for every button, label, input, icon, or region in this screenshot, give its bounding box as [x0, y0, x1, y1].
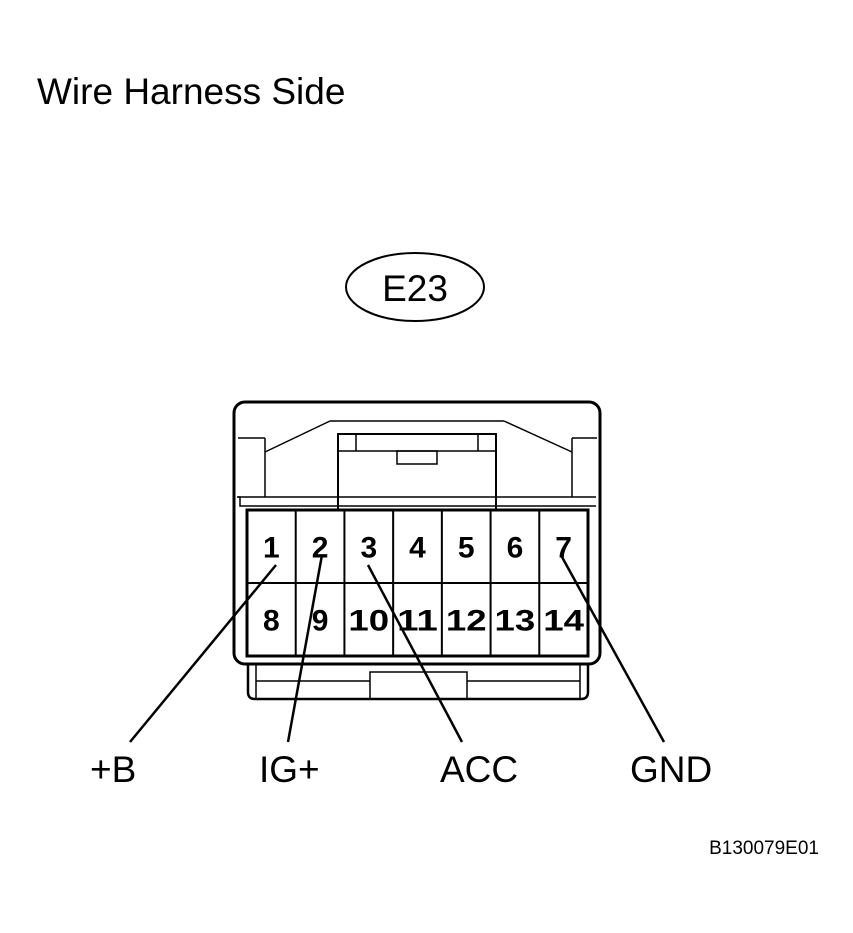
- pin-label-4: 4: [409, 532, 426, 565]
- signal-label-gnd: GND: [630, 749, 712, 790]
- pin-label-12: 12: [446, 605, 487, 638]
- pin-label-8: 8: [263, 605, 280, 638]
- pin-label-3: 3: [360, 532, 377, 565]
- pin-label-5: 5: [458, 532, 475, 565]
- pin-label-13: 13: [495, 605, 536, 638]
- pin-label-1: 1: [263, 532, 280, 565]
- connector-housing: [232, 400, 602, 701]
- leader-line-ig-plus: [286, 554, 324, 743]
- signal-label-ig-plus: IG+: [259, 749, 320, 790]
- connector-code-label: E23: [382, 268, 448, 309]
- leader-line-plus-b: [129, 564, 277, 743]
- signal-label-plus-b: +B: [90, 749, 136, 790]
- leader-line-acc: [366, 564, 464, 743]
- signal-labels: +B IG+ ACC GND: [90, 749, 712, 790]
- pin-leader-lines: [129, 554, 666, 743]
- leader-line-gnd: [560, 556, 666, 743]
- diagram-title: Wire Harness Side: [37, 71, 346, 112]
- pin-label-14: 14: [543, 605, 584, 638]
- pin-label-10: 10: [348, 605, 389, 638]
- pin-label-7: 7: [555, 532, 572, 565]
- signal-label-acc: ACC: [440, 749, 518, 790]
- pin-label-2: 2: [312, 532, 329, 565]
- connector-code-badge: E23: [345, 252, 485, 322]
- pin-label-6: 6: [507, 532, 524, 565]
- pin-label-9: 9: [312, 605, 329, 638]
- figure-id: B130079E01: [709, 838, 819, 859]
